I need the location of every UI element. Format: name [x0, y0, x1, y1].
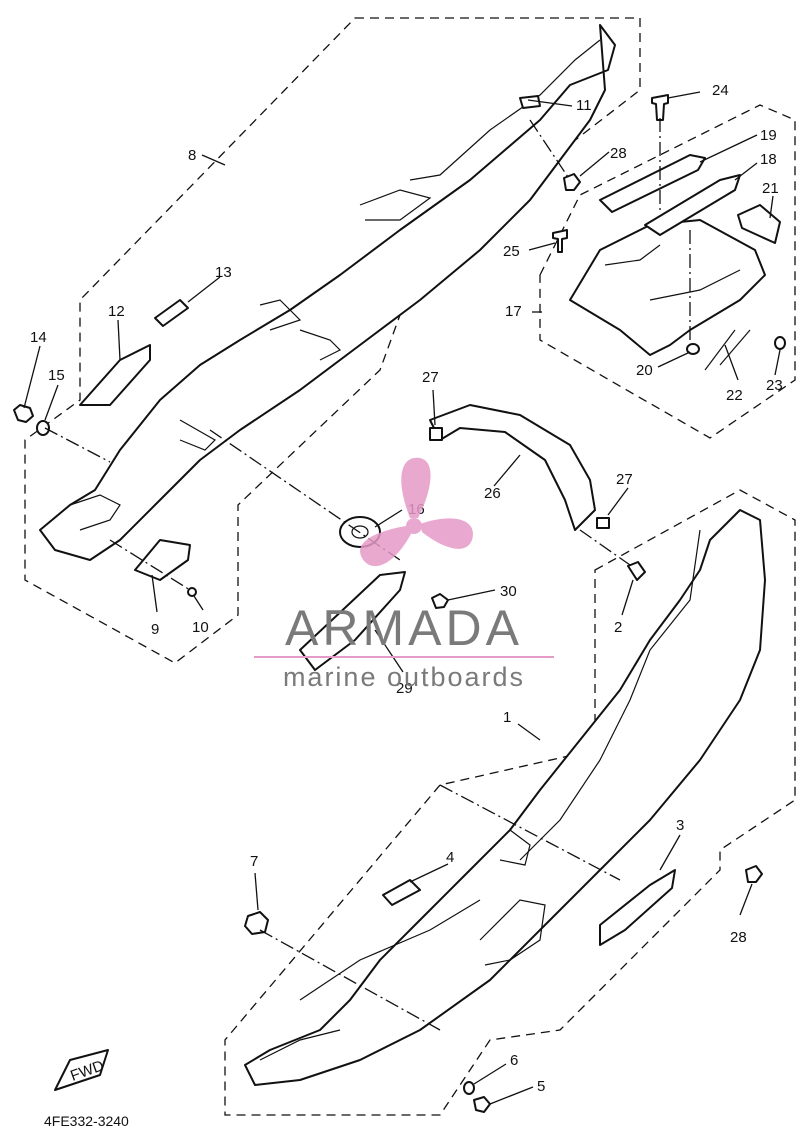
callout-28-b: 28	[730, 929, 747, 946]
part-clip-4	[382, 879, 421, 906]
propeller-logo-icon	[360, 457, 473, 567]
part-screw-28-upper	[563, 173, 581, 191]
part-bracket-9	[134, 539, 191, 581]
part-bolt-25	[552, 229, 568, 253]
group-boundary-lower	[224, 489, 796, 1116]
callout-29: 29	[396, 680, 413, 697]
part-screw-11	[519, 95, 541, 109]
diagram-code: 4FE332-3240	[44, 1113, 129, 1129]
callout-11: 11	[576, 97, 592, 114]
part-damper-23	[774, 336, 786, 350]
callout-27-b: 27	[616, 471, 633, 488]
callout-10: 10	[192, 619, 209, 636]
part-damper-20	[686, 343, 700, 355]
part-side-cover-lower	[244, 509, 766, 1086]
callout-1: 1	[503, 709, 511, 726]
callout-12: 12	[108, 303, 125, 320]
part-tail-cover-17	[569, 219, 766, 356]
part-screw-28-lower	[745, 865, 763, 883]
callout-2-a: 2	[614, 619, 622, 636]
part-side-cover-upper	[39, 24, 616, 561]
leader-lines	[23, 91, 781, 1105]
part-clip-13	[154, 299, 189, 327]
callout-5: 5	[537, 1078, 545, 1095]
group-boundary-upper	[24, 17, 641, 664]
callout-27-a: 27	[422, 369, 439, 386]
part-nut-27-top	[429, 427, 443, 441]
callout-17: 17	[505, 303, 522, 320]
part-emblem-12	[79, 344, 151, 406]
part-bolt-5	[473, 1096, 491, 1113]
part-nut-7	[244, 911, 269, 935]
watermark-brand: ARMADA	[285, 600, 523, 656]
group-boundary-tail	[539, 104, 796, 439]
part-nut-10	[187, 587, 197, 597]
part-brace-26	[429, 404, 596, 531]
part-washer-6	[463, 1081, 475, 1095]
callout-9: 9	[151, 621, 159, 638]
part-emblem-3	[599, 869, 676, 946]
part-bracket-29	[299, 571, 406, 671]
callout-labels: 1 2 2 3 4 5 6 7 8 9 10 11 12 13 14 15 16…	[30, 82, 783, 1095]
callout-19: 19	[760, 127, 777, 144]
callout-30: 30	[500, 583, 517, 600]
callout-26: 26	[484, 485, 501, 502]
callout-3: 3	[676, 817, 684, 834]
part-grommet-16-hole	[351, 525, 369, 539]
callout-22: 22	[726, 387, 743, 404]
callout-8: 8	[188, 147, 196, 164]
watermark: ARMADA marine outboards	[254, 457, 554, 692]
part-damper-2	[627, 561, 646, 581]
callout-20: 20	[636, 362, 653, 379]
callout-7: 7	[250, 853, 258, 870]
callout-18: 18	[760, 151, 777, 168]
callout-14: 14	[30, 329, 47, 346]
callout-13: 13	[215, 264, 232, 281]
callout-4: 4	[446, 849, 454, 866]
callout-15: 15	[48, 367, 65, 384]
part-bolt-14	[13, 404, 34, 423]
part-bolt-24	[651, 94, 669, 121]
part-washer-15	[36, 420, 50, 436]
part-bolt-30	[431, 593, 449, 609]
callout-6: 6	[510, 1052, 518, 1069]
fwd-arrow-icon	[54, 1049, 109, 1091]
callout-23: 23	[766, 377, 783, 394]
callout-28-a: 28	[610, 145, 627, 162]
part-pin-22a	[704, 329, 736, 371]
callout-25: 25	[503, 243, 520, 260]
part-nut-27-right	[596, 517, 610, 529]
callout-24: 24	[712, 82, 729, 99]
callout-21: 21	[762, 180, 779, 197]
part-grip-19	[599, 154, 706, 213]
watermark-tagline: marine outboards	[283, 662, 525, 692]
part-pin-22b	[719, 329, 751, 366]
part-grip-18	[644, 174, 741, 236]
part-plate-21	[737, 204, 781, 244]
